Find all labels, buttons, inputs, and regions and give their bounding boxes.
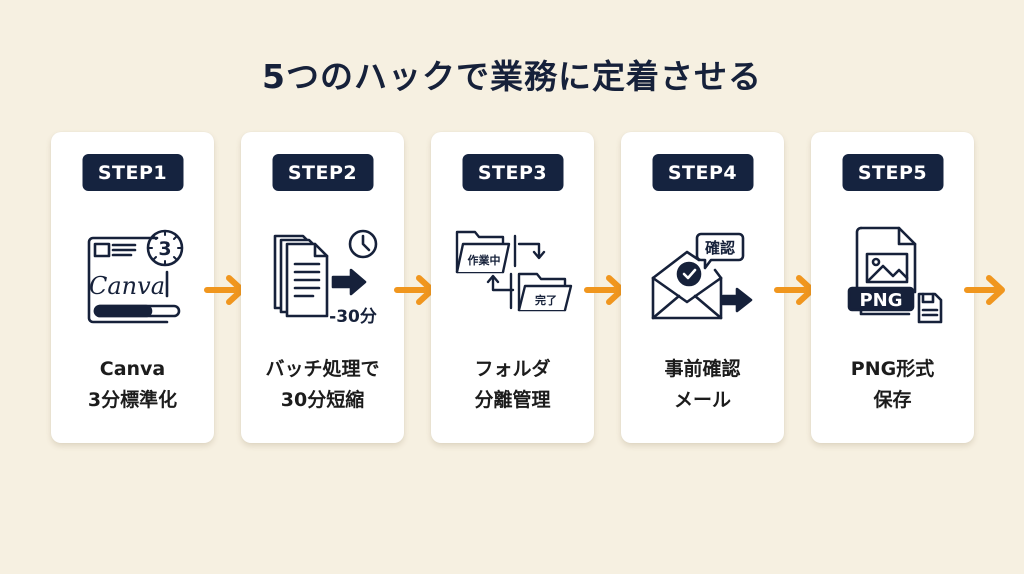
step-label: PNG形式 保存 — [811, 354, 974, 416]
step-card-4: STEP4 確認 事前確認 メール — [621, 132, 784, 443]
arrow-right-icon — [963, 272, 1009, 308]
step-label-line: 事前確認 — [664, 358, 741, 380]
canva-template-timer-icon: 3 Canva — [73, 222, 193, 332]
svg-text:完了: 完了 — [535, 293, 557, 307]
step-label: Canva 3分標準化 — [51, 354, 214, 416]
svg-text:作業中: 作業中 — [467, 253, 500, 267]
png-file-save-icon: PNG — [833, 222, 953, 332]
step-badge: STEP3 — [462, 154, 563, 191]
step-label: 事前確認 メール — [621, 354, 784, 416]
svg-text:3: 3 — [158, 238, 171, 260]
step-label: フォルダ 分離管理 — [431, 354, 594, 416]
step-badge: STEP2 — [272, 154, 373, 191]
step-badge: STEP4 — [652, 154, 753, 191]
svg-text:Canva: Canva — [89, 272, 165, 300]
svg-text:PNG: PNG — [859, 290, 902, 311]
page-title: 5つのハックで業務に定着させる — [262, 57, 762, 96]
folder-separation-icon: 作業中 完了 — [453, 222, 573, 332]
step-label-line: フォルダ — [474, 358, 551, 380]
step-card-3: STEP3 作業中 完了 フォルダ 分離管理 — [431, 132, 594, 443]
step-label-line: 30分短縮 — [280, 389, 365, 411]
step-label-line: 保存 — [873, 389, 912, 411]
step-card-5: STEP5 PNG PNG形式 保存 — [811, 132, 974, 443]
step-label: バッチ処理で 30分短縮 — [241, 354, 404, 416]
svg-text:-30分: -30分 — [329, 307, 377, 327]
step-label-line: バッチ処理で — [265, 358, 380, 380]
svg-text:確認: 確認 — [703, 239, 734, 257]
step-label-line: メール — [673, 389, 731, 411]
confirmation-mail-icon: 確認 — [643, 222, 763, 332]
step-label-line: 3分標準化 — [87, 389, 178, 411]
step-badge: STEP1 — [82, 154, 183, 191]
step-label-line: 分離管理 — [474, 389, 551, 411]
step-badge: STEP5 — [842, 154, 943, 191]
step-label-line: PNG形式 — [850, 358, 935, 380]
step-card-1: STEP1 3 Canva Canva 3分標準化 — [51, 132, 214, 443]
step-card-2: STEP2 -30分 バッチ処理で 30分短縮 — [241, 132, 404, 443]
step-label-line: Canva — [99, 358, 166, 380]
batch-documents-clock-icon: -30分 — [263, 222, 383, 332]
